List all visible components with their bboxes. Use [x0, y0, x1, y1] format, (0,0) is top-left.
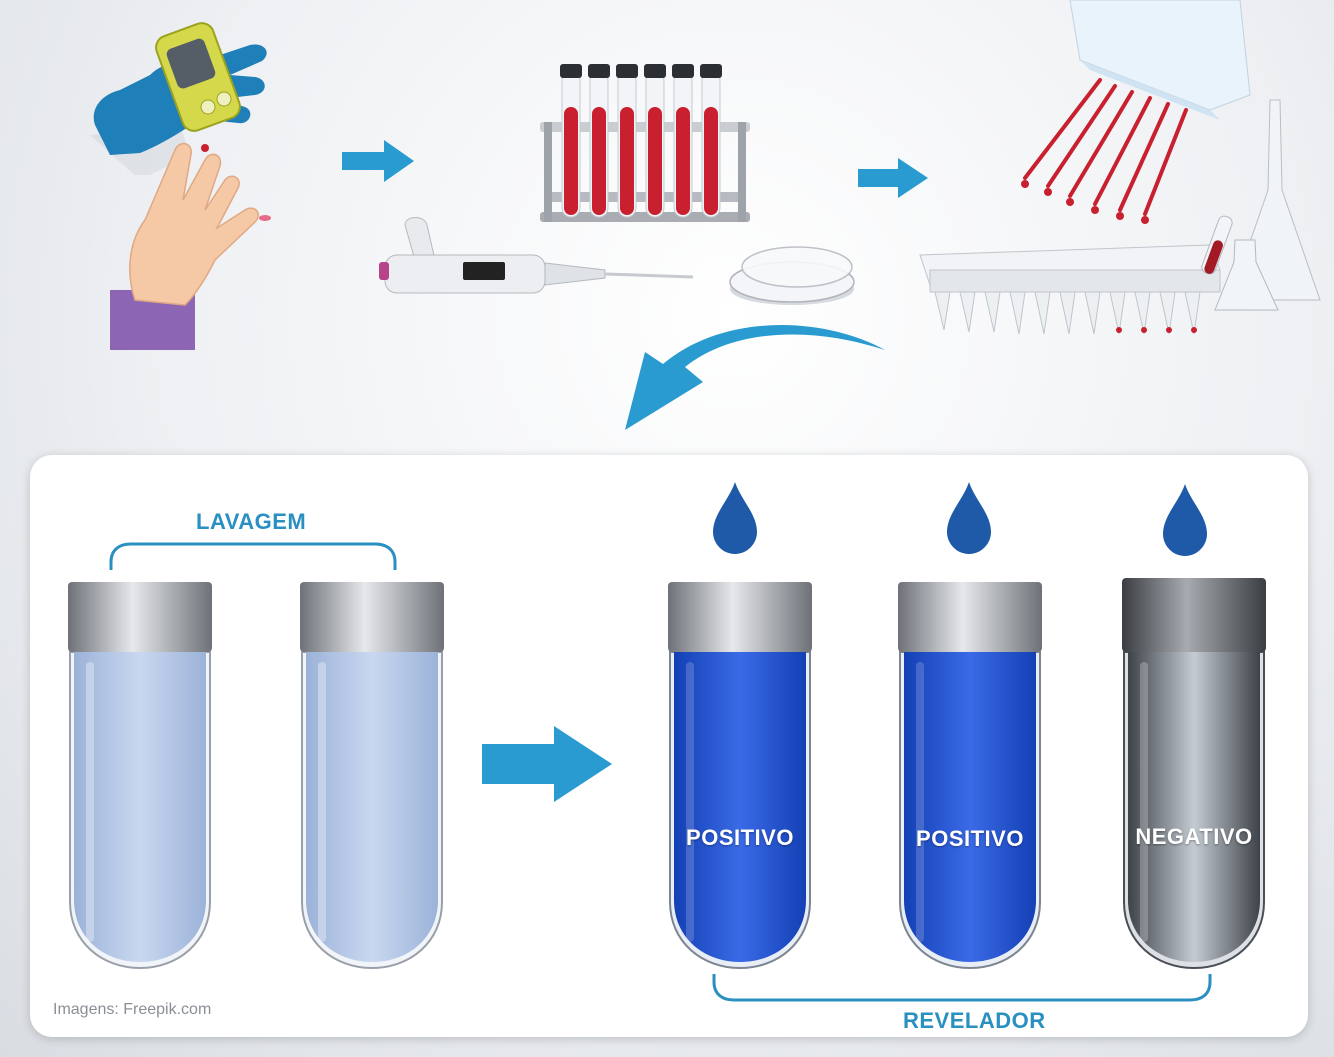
- wash-tube-1: [66, 582, 214, 972]
- result-tube-positive-2: [896, 582, 1044, 972]
- developer-label: REVELADOR: [903, 1008, 1046, 1033]
- step-arrow-1-icon: [342, 140, 414, 182]
- finger-prick-hand: [105, 140, 280, 355]
- image-credit: Imagens: Freepik.com: [53, 1001, 212, 1018]
- reagent-drop-1-icon: [713, 482, 757, 554]
- curved-arrow-icon: [615, 322, 890, 434]
- step-arrow-2-icon: [858, 158, 928, 198]
- test-tube-rack: [540, 62, 750, 232]
- wash-label: LAVAGEM: [196, 509, 307, 534]
- reagent-drop-3-icon: [1163, 484, 1207, 556]
- wash-bracket: [105, 538, 400, 574]
- developer-bracket: [708, 972, 1216, 1006]
- result-tube-positive-1: [666, 582, 814, 972]
- multichannel-pipette-plate: [910, 0, 1334, 360]
- result-label-negative: NEGATIVO: [1135, 824, 1253, 849]
- process-arrow-icon: [482, 726, 612, 802]
- petri-dish-icon: [722, 237, 857, 309]
- reagent-drop-2-icon: [947, 482, 991, 554]
- gloved-hand-glucometer: [80, 15, 280, 175]
- result-label-positive-1: POSITIVO: [686, 825, 794, 850]
- wash-tube-2: [298, 582, 446, 972]
- result-label-positive-2: POSITIVO: [916, 826, 1024, 851]
- result-tube-negative: [1120, 578, 1268, 972]
- micropipette-icon: [375, 215, 695, 300]
